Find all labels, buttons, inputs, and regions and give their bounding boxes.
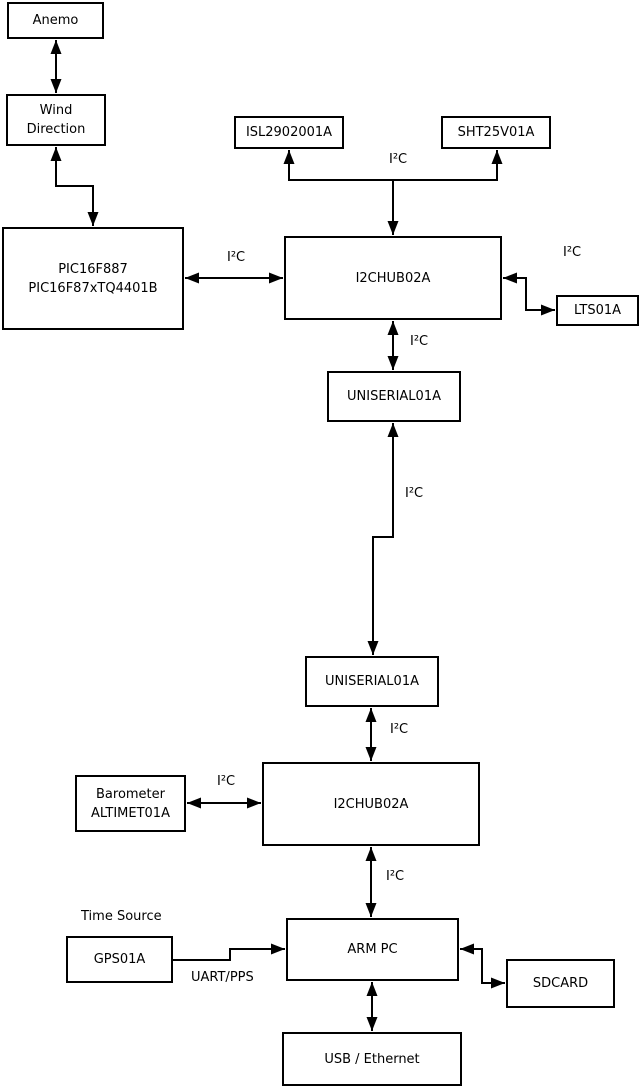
node-i2chub02a-upper: I2CHUB02A — [284, 236, 502, 320]
node-label: LTS01A — [573, 303, 622, 318]
node-usb-ethernet: USB / Ethernet — [282, 1032, 462, 1086]
node-label: Wind — [39, 103, 73, 118]
node-label: PIC16F887 — [58, 261, 128, 277]
connector-uniserial-upper-uniserial-lower — [367, 423, 399, 655]
node-label: UNISERIAL01A — [325, 674, 419, 689]
edge-label-i2c-barometer-hub2: I²C — [217, 774, 236, 789]
node-label: I2CHUB02A — [355, 270, 431, 286]
edge-label-uart-pps: UART/PPS — [191, 970, 254, 985]
connector-i2chub-upper-lts01a — [503, 272, 555, 316]
node-pic16f887: PIC16F887 PIC16F87xTQ4401B — [2, 227, 184, 330]
node-uniserial01a-upper: UNISERIAL01A — [327, 371, 461, 422]
node-label: ALTIMET01A — [91, 805, 170, 821]
node-label: USB / Ethernet — [324, 1051, 420, 1067]
connector-armpc-sdcard — [460, 943, 505, 989]
node-label: SDCARD — [532, 976, 589, 991]
connector-gps-armpc — [173, 943, 285, 961]
node-lts01a: LTS01A — [556, 295, 639, 326]
node-barometer-altimet01a: Barometer ALTIMET01A — [75, 775, 186, 832]
node-sht25v01a: SHT25V01A — [441, 116, 551, 149]
edge-label-i2c-pic-hub: I²C — [227, 250, 246, 265]
edge-label-i2c-hub2-arm: I²C — [386, 869, 405, 884]
node-label: I2CHUB02A — [333, 796, 409, 812]
node-label: Direction — [26, 122, 86, 137]
connector-winddirection-pic — [50, 147, 99, 226]
node-label: Anemo — [32, 13, 79, 28]
node-arm-pc: ARM PC — [286, 918, 459, 981]
node-isl2902001a: ISL2902001A — [234, 116, 344, 149]
node-uniserial01a-lower: UNISERIAL01A — [305, 656, 439, 707]
node-label: PIC16F87xTQ4401B — [28, 280, 158, 296]
node-sdcard: SDCARD — [506, 959, 615, 1008]
node-wind-direction: Wind Direction — [6, 94, 106, 146]
edge-label-i2c-hub-uniserial: I²C — [410, 334, 429, 349]
edge-label-i2c-uniserial-hub2: I²C — [390, 722, 409, 737]
node-label: ARM PC — [347, 942, 398, 957]
connector-bus-to-isl2902001a — [283, 150, 393, 181]
node-label: GPS01A — [93, 952, 146, 967]
edge-label-i2c-hub-sensors: I²C — [389, 152, 408, 167]
node-label: ISL2902001A — [245, 125, 333, 140]
node-i2chub02a-lower: I2CHUB02A — [262, 762, 480, 846]
edge-label-i2c-uniserial-link: I²C — [405, 486, 424, 501]
connector-bus-to-sht25v01a — [393, 150, 503, 181]
edge-label-time-source: Time Source — [81, 909, 162, 924]
node-label: Barometer — [96, 786, 165, 802]
node-anemo: Anemo — [7, 2, 104, 39]
edge-label-i2c-hub-lts: I²C — [563, 245, 582, 260]
node-label: UNISERIAL01A — [347, 389, 441, 404]
node-gps01a: GPS01A — [66, 936, 173, 983]
node-label: SHT25V01A — [457, 125, 535, 140]
